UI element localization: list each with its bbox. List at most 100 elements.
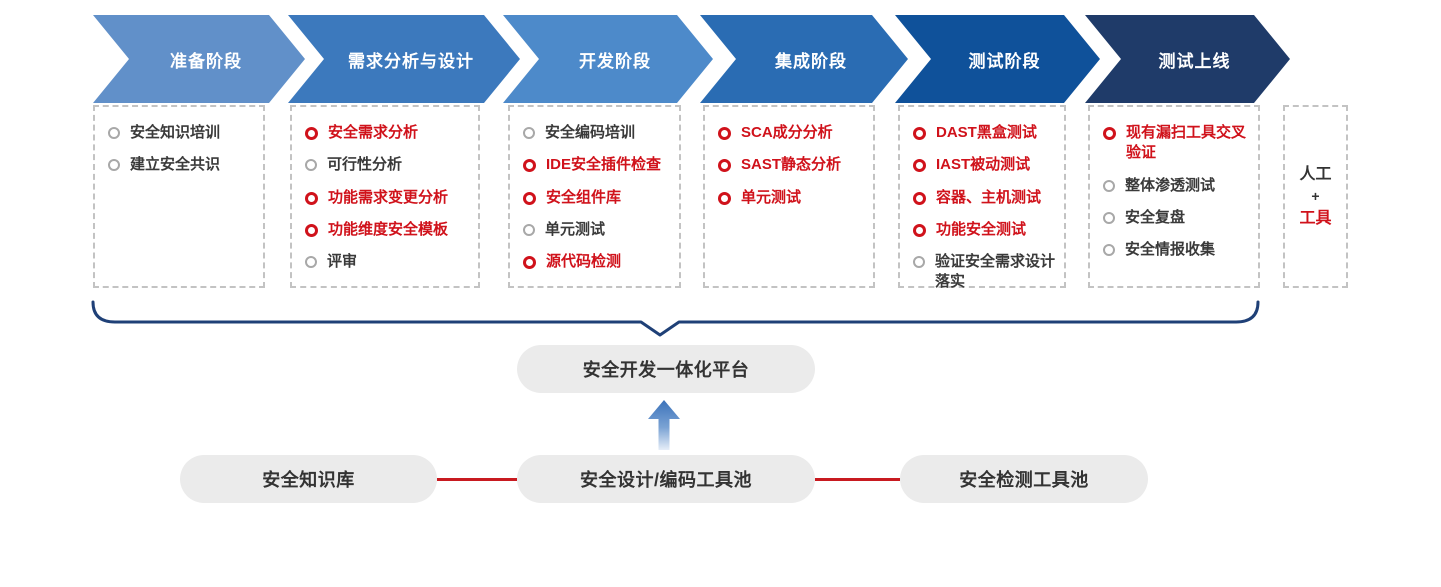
platform-label: 安全开发一体化平台: [582, 360, 750, 380]
item-label: 安全情报收集: [1125, 241, 1216, 258]
bullet-circle-icon: [1103, 244, 1115, 256]
list-item: 安全复盘: [1103, 208, 1250, 228]
item-label: 安全组件库: [546, 188, 622, 206]
bullet-circle-icon: [718, 159, 731, 173]
stage-title: 开发阶段: [579, 51, 651, 71]
bullet-circle-icon: [718, 191, 731, 205]
list-item: IDE安全插件检查: [523, 155, 671, 175]
bullet-circle-icon: [718, 127, 731, 140]
list-item: 单元测试: [523, 220, 671, 240]
bullet-circle-icon: [305, 256, 317, 268]
item-label: 安全编码培训: [545, 124, 636, 141]
item-label: 单元测试: [545, 220, 606, 238]
stage-box-4: DAST黑盒测试 IAST被动测试 容器、主机测试 功能安全测试 验证安全需求设…: [898, 105, 1066, 290]
list-item: 功能维度安全模板: [305, 220, 470, 240]
bullet-circle-icon: [108, 127, 120, 139]
bullet-circle-icon: [1103, 179, 1115, 192]
list-item: 安全编码培训: [523, 123, 671, 143]
bullet-circle-icon: [523, 223, 535, 236]
bullet-circle-icon: [108, 159, 120, 172]
stage-title: 集成阶段: [775, 51, 847, 71]
bullet-circle-icon: [1103, 211, 1115, 224]
pool-pill-knowledge-base: 安全知识库: [180, 455, 437, 503]
item-label: 安全知识培训: [130, 124, 221, 141]
item-label: 验证安全需求设计落实: [935, 253, 1056, 291]
stage-title: 测试上线: [1158, 51, 1231, 71]
stage-chevron-5: 测试上线: [1085, 15, 1290, 103]
bullet-circle-icon: [305, 223, 318, 237]
item-label: 现有漏扫工具交叉验证: [1126, 124, 1247, 162]
bullet-circle-icon: [523, 159, 536, 173]
item-label: DAST黑盒测试: [936, 124, 1037, 141]
item-label: 评审: [327, 253, 358, 270]
pool-pill-design-coding: 安全设计/编码工具池: [517, 455, 815, 503]
pool-label: 安全检测工具池: [959, 470, 1089, 490]
item-label: 安全复盘: [1125, 208, 1186, 226]
pool-label: 安全知识库: [262, 470, 355, 490]
list-item: SCA成分分析: [718, 123, 865, 143]
list-item: 安全情报收集: [1103, 240, 1250, 260]
item-label: IAST被动测试: [936, 156, 1031, 174]
item-label: 建立安全共识: [130, 156, 221, 174]
bullet-circle-icon: [305, 159, 317, 172]
list-item: 单元测试: [718, 188, 865, 208]
item-label: 功能需求变更分析: [328, 188, 449, 206]
stage-title: 准备阶段: [170, 51, 242, 71]
bullet-circle-icon: [1103, 127, 1116, 140]
list-item: 可行性分析: [305, 155, 470, 175]
list-item: DAST黑盒测试: [913, 123, 1056, 143]
bullet-circle-icon: [305, 127, 318, 140]
list-item: 安全组件库: [523, 188, 671, 208]
pool-label: 安全设计/编码工具池: [579, 470, 752, 490]
stage-chevron-2: 开发阶段: [503, 15, 713, 103]
list-item: 建立安全共识: [108, 155, 255, 175]
list-item: IAST被动测试: [913, 155, 1056, 175]
tools-label: 工具: [1299, 209, 1332, 227]
stage-box-3: SCA成分分析 SAST静态分析 单元测试: [703, 105, 875, 288]
stage-chevron-3: 集成阶段: [700, 15, 908, 103]
stage-box-2: 安全编码培训 IDE安全插件检查 安全组件库 单元测试 源代码检测: [508, 105, 681, 288]
item-label: 功能维度安全模板: [328, 220, 449, 238]
item-label: SAST静态分析: [741, 156, 842, 174]
red-connector-line: [815, 478, 900, 481]
item-label: 容器、主机测试: [936, 188, 1042, 206]
plus-sign: +: [1311, 188, 1320, 205]
list-item: 整体渗透测试: [1103, 176, 1250, 196]
stage-chevron-1: 需求分析与设计: [288, 15, 520, 103]
list-item: 容器、主机测试: [913, 188, 1056, 208]
stage-box-1: 安全需求分析 可行性分析 功能需求变更分析 功能维度安全模板 评审: [290, 105, 480, 288]
stage-title: 需求分析与设计: [348, 51, 474, 71]
up-arrow-icon: [648, 400, 680, 450]
list-item: SAST静态分析: [718, 155, 865, 175]
bullet-circle-icon: [913, 127, 926, 140]
bullet-circle-icon: [913, 223, 926, 237]
list-item: 功能安全测试: [913, 220, 1056, 240]
item-label: 可行性分析: [327, 156, 403, 174]
bullet-circle-icon: [523, 256, 536, 269]
bullet-circle-icon: [305, 191, 318, 205]
list-item: 安全知识培训: [108, 123, 255, 143]
manual-plus-tools-box: 人工 + 工具: [1283, 105, 1348, 288]
list-item: 现有漏扫工具交叉验证: [1103, 123, 1250, 164]
pool-pill-detection: 安全检测工具池: [900, 455, 1148, 503]
brace-bracket: [91, 300, 1260, 337]
platform-pill: 安全开发一体化平台: [517, 345, 815, 393]
list-item: 安全需求分析: [305, 123, 470, 143]
item-label: 源代码检测: [546, 253, 622, 270]
stage-chevron-0: 准备阶段: [93, 15, 305, 103]
item-label: 功能安全测试: [936, 220, 1027, 238]
list-item: 功能需求变更分析: [305, 188, 470, 208]
manual-label: 人工: [1299, 166, 1332, 184]
item-label: IDE安全插件检查: [546, 156, 662, 174]
red-connector-line: [437, 478, 517, 481]
item-label: 整体渗透测试: [1125, 176, 1216, 194]
bullet-circle-icon: [913, 191, 926, 205]
list-item: 源代码检测: [523, 252, 671, 272]
bullet-circle-icon: [523, 127, 535, 139]
item-label: SCA成分分析: [741, 124, 833, 141]
stage-box-5: 现有漏扫工具交叉验证 整体渗透测试 安全复盘 安全情报收集: [1088, 105, 1260, 288]
list-item: 验证安全需求设计落实: [913, 252, 1056, 293]
list-item: 评审: [305, 252, 470, 272]
item-label: 安全需求分析: [328, 124, 419, 141]
